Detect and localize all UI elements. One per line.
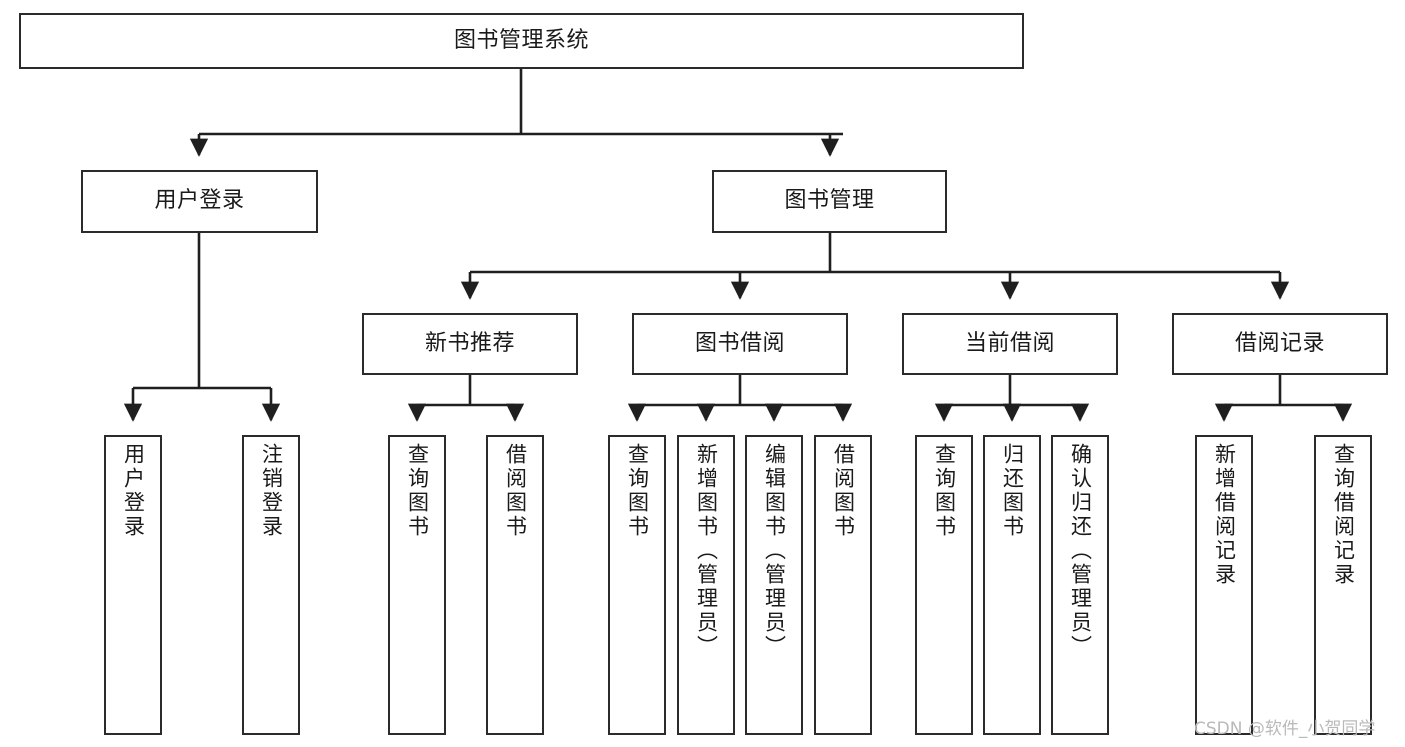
- node-current-borrowing[interactable]: 当前借阅: [902, 313, 1118, 375]
- edge-current-borrow-to-leaves: [934, 375, 1090, 422]
- leaf-current-query-book[interactable]: 查询图书: [915, 435, 973, 735]
- node-label: 新增图书（管理员）: [694, 443, 719, 659]
- node-label: 查询图书: [405, 443, 430, 539]
- node-new-book-recommendation[interactable]: 新书推荐: [362, 313, 578, 375]
- leaf-borrowing-borrow-book[interactable]: 借阅图书: [814, 435, 872, 735]
- node-label: 用户登录: [121, 443, 146, 539]
- node-label: 新书推荐: [424, 330, 515, 356]
- node-label: 确认归还（管理员）: [1068, 443, 1093, 659]
- edge-book-mgmt-to-level3: [460, 233, 1290, 300]
- edge-borrow-record-to-leaves: [1214, 375, 1353, 422]
- edge-user-login-to-leaves: [123, 233, 281, 422]
- node-book-management[interactable]: 图书管理: [712, 170, 947, 233]
- node-label: 查询图书: [625, 443, 650, 539]
- node-label: 图书借阅: [694, 330, 785, 356]
- leaf-recommendation-query-book[interactable]: 查询图书: [388, 435, 446, 735]
- node-label: 归还图书: [1000, 443, 1025, 539]
- node-user-login[interactable]: 用户登录: [81, 170, 318, 233]
- leaf-borrowing-edit-book-admin[interactable]: 编辑图书（管理员）: [745, 435, 803, 735]
- node-label: 编辑图书（管理员）: [762, 443, 787, 659]
- leaf-record-query-borrow-record[interactable]: 查询借阅记录: [1314, 435, 1372, 735]
- node-label: 查询图书: [932, 443, 957, 539]
- node-book-management-system[interactable]: 图书管理系统: [19, 13, 1024, 69]
- edge-root-to-level2: [189, 69, 843, 157]
- leaf-user-login[interactable]: 用户登录: [104, 435, 162, 735]
- leaf-current-confirm-return-admin[interactable]: 确认归还（管理员）: [1051, 435, 1109, 735]
- node-label: 借阅图书: [831, 443, 856, 539]
- node-label: 借阅记录: [1234, 330, 1325, 356]
- leaf-borrowing-query-book[interactable]: 查询图书: [608, 435, 666, 735]
- leaf-recommendation-borrow-book[interactable]: 借阅图书: [486, 435, 544, 735]
- node-label: 查询借阅记录: [1331, 443, 1356, 587]
- leaf-user-logout[interactable]: 注销登录: [242, 435, 300, 735]
- node-book-borrowing[interactable]: 图书借阅: [632, 313, 848, 375]
- node-label: 图书管理系统: [453, 27, 589, 53]
- node-label: 借阅图书: [503, 443, 528, 539]
- node-label: 用户登录: [154, 188, 245, 214]
- edge-new-book-rec-to-leaves: [407, 375, 525, 422]
- leaf-record-add-borrow-record[interactable]: 新增借阅记录: [1195, 435, 1253, 735]
- node-label: 注销登录: [259, 443, 284, 539]
- csdn-watermark: CSDN @软件_小贺同学: [1194, 719, 1376, 739]
- node-borrowing-record[interactable]: 借阅记录: [1172, 313, 1388, 375]
- leaf-current-return-book[interactable]: 归还图书: [983, 435, 1041, 735]
- node-label: 新增借阅记录: [1212, 443, 1237, 587]
- node-label: 当前借阅: [964, 330, 1055, 356]
- leaf-borrowing-add-book-admin[interactable]: 新增图书（管理员）: [677, 435, 735, 735]
- node-label: 图书管理: [784, 188, 875, 214]
- edge-book-borrow-to-leaves: [627, 375, 853, 422]
